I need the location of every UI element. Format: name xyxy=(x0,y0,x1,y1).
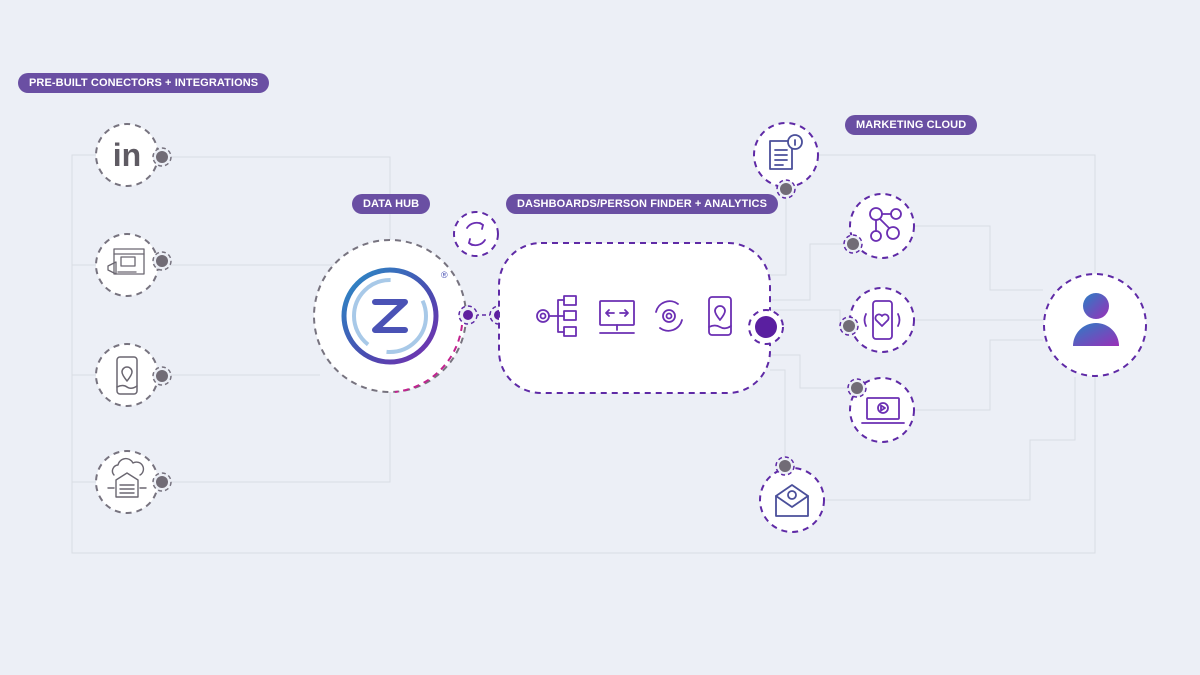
right-connector-dots xyxy=(775,179,867,476)
linkedin-icon: in xyxy=(113,137,141,173)
cloud-warehouse-icon xyxy=(107,457,147,498)
label-connectors: PRE-BUILT CONECTORS + INTEGRATIONS xyxy=(18,73,270,93)
document-info-icon xyxy=(769,134,803,170)
left-node-linkedin[interactable]: in xyxy=(95,123,159,187)
dashboard-output-dot xyxy=(748,309,784,345)
hub-link-dots xyxy=(458,305,509,325)
right-node-email[interactable] xyxy=(759,467,825,533)
web-marketing-megaphone-icon xyxy=(107,248,145,275)
connector-dot xyxy=(152,366,172,386)
connector-dot xyxy=(843,234,863,254)
connector-lines xyxy=(71,154,1096,554)
zeta-logo-icon: ® xyxy=(341,267,448,365)
left-connector-dots xyxy=(152,147,172,492)
label-data-hub: DATA HUB xyxy=(352,194,431,214)
mobile-map-icon xyxy=(708,296,732,336)
person-node[interactable] xyxy=(1043,273,1147,377)
right-node-mobile-heart[interactable] xyxy=(849,287,915,353)
connector-dot xyxy=(847,378,867,398)
gear-folders-icon xyxy=(536,295,577,337)
right-node-network[interactable] xyxy=(849,193,915,259)
label-dashboards: DASHBOARDS/PERSON FINDER + ANALYTICS xyxy=(506,194,779,214)
right-node-laptop[interactable] xyxy=(849,377,915,443)
laptop-video-icon xyxy=(861,397,905,424)
mobile-location-icon xyxy=(116,356,138,395)
people-network-icon xyxy=(869,207,902,242)
connector-dot xyxy=(776,179,796,199)
gear-cycle-icon xyxy=(655,300,683,332)
connector-dot xyxy=(839,316,859,336)
connector-dot xyxy=(152,251,172,271)
left-node-cloud-warehouse[interactable] xyxy=(95,450,159,514)
connector-dot xyxy=(152,472,172,492)
left-node-mobile-location[interactable] xyxy=(95,343,159,407)
sync-node[interactable] xyxy=(453,211,499,257)
monitor-transfer-icon xyxy=(599,300,635,334)
data-hub-node[interactable]: ® xyxy=(313,239,467,393)
dashboard-panel[interactable] xyxy=(498,242,771,394)
connector-dot xyxy=(152,147,172,167)
right-node-document[interactable] xyxy=(753,122,819,188)
person-icon xyxy=(1073,293,1119,346)
svg-text:®: ® xyxy=(441,270,448,280)
label-marketing-cloud: MARKETING CLOUD xyxy=(845,115,978,135)
left-node-web-marketing[interactable] xyxy=(95,233,159,297)
sync-cycle-icon xyxy=(466,221,486,247)
connector-dot xyxy=(775,456,795,476)
email-icon xyxy=(775,484,809,517)
mobile-heart-icon xyxy=(863,300,901,340)
